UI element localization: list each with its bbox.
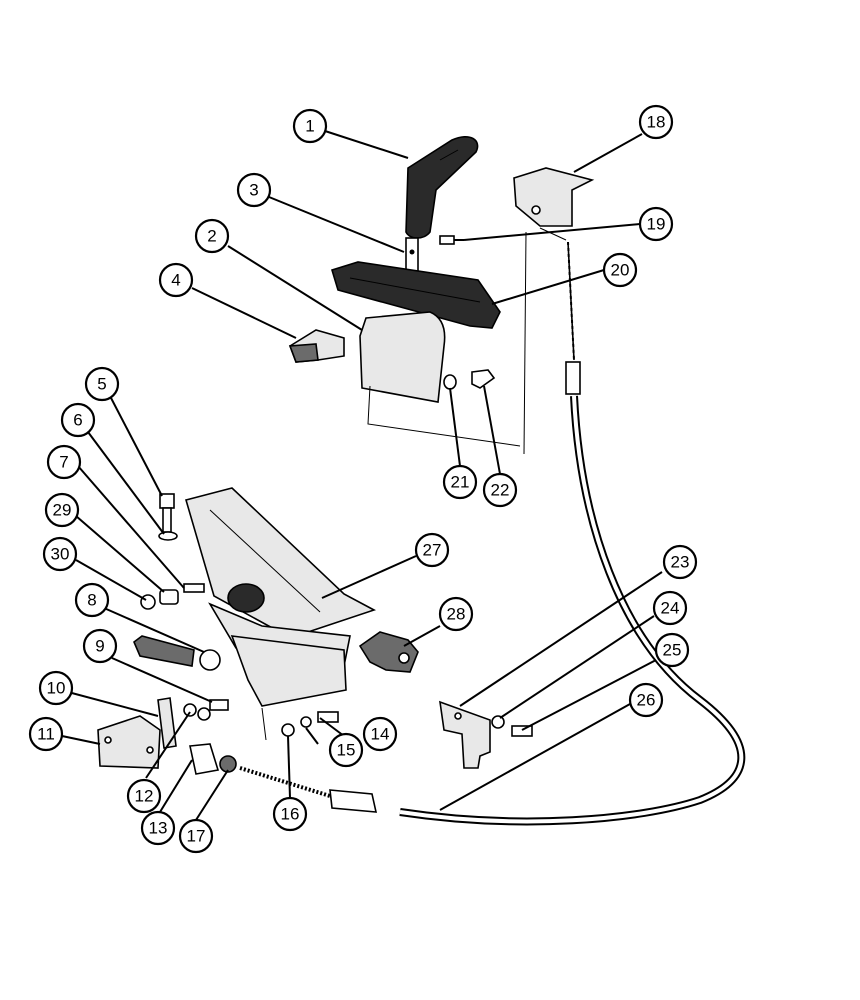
part-6-washer (158, 531, 178, 541)
callout-13: 13 (140, 810, 176, 846)
callout-23: 23 (662, 544, 698, 580)
callout-30: 30 (42, 536, 78, 572)
part-10-bracket (157, 697, 177, 749)
pedal-base (230, 635, 347, 707)
svg-text:19: 19 (647, 215, 666, 234)
callout-7: 7 (46, 444, 82, 480)
svg-text:21: 21 (451, 473, 470, 492)
callout-5: 5 (84, 366, 120, 402)
leader-lines (61, 130, 663, 821)
svg-text:1: 1 (305, 117, 314, 136)
callout-2: 2 (194, 218, 230, 254)
part-28-cam (358, 631, 419, 673)
callout-14: 14 (362, 716, 398, 752)
callout-17: 17 (178, 818, 214, 854)
svg-text:8: 8 (87, 591, 96, 610)
svg-text:9: 9 (95, 637, 104, 656)
callout-29: 29 (44, 492, 80, 528)
part-19-screw (439, 235, 464, 245)
svg-text:20: 20 (611, 261, 630, 280)
callout-1: 1 (292, 108, 328, 144)
callout-18: 18 (638, 104, 674, 140)
callout-22: 22 (482, 472, 518, 508)
callout-12: 12 (126, 778, 162, 814)
callout-21: 21 (442, 464, 478, 500)
svg-text:30: 30 (51, 545, 70, 564)
svg-text:11: 11 (37, 725, 55, 744)
svg-text:18: 18 (647, 113, 666, 132)
callout-25: 25 (654, 632, 690, 668)
svg-text:24: 24 (661, 599, 680, 618)
callout-28: 28 (438, 596, 474, 632)
part-23-cable-bracket (439, 700, 491, 769)
svg-text:13: 13 (149, 819, 168, 838)
svg-text:3: 3 (249, 181, 258, 200)
callout-24: 24 (652, 590, 688, 626)
svg-text:26: 26 (637, 691, 656, 710)
part-24-washer (491, 715, 505, 729)
callout-19: 19 (638, 206, 674, 242)
svg-text:17: 17 (187, 827, 206, 846)
part-20-plate (331, 261, 501, 329)
svg-text:10: 10 (47, 679, 66, 698)
part-8-pin (133, 635, 221, 671)
callout-16: 16 (272, 796, 308, 832)
svg-text:6: 6 (73, 411, 82, 430)
part-16-washer (281, 723, 295, 737)
part-5-bolt (159, 493, 175, 533)
svg-text:25: 25 (663, 641, 682, 660)
part-18-bracket (513, 167, 595, 241)
part-17-nut (219, 755, 237, 773)
part-22-bolt (471, 369, 496, 389)
svg-text:15: 15 (337, 741, 356, 760)
svg-text:5: 5 (97, 375, 106, 394)
callout-27: 27 (414, 532, 450, 568)
callout-6: 6 (60, 402, 96, 438)
callout-4: 4 (158, 262, 194, 298)
svg-text:4: 4 (171, 271, 180, 290)
callout-20: 20 (602, 252, 638, 288)
part-12-washer (183, 703, 211, 721)
part-29-sleeve (159, 589, 179, 605)
part-15-washer (300, 716, 312, 728)
part-9-screw (209, 699, 229, 711)
svg-text:14: 14 (371, 725, 390, 744)
part-7-screw (183, 583, 205, 593)
callout-9: 9 (82, 628, 118, 664)
part-21-washer (443, 374, 457, 390)
svg-text:23: 23 (671, 553, 690, 572)
callout-11: 11 (28, 716, 64, 752)
svg-text:7: 7 (59, 453, 68, 472)
svg-text:27: 27 (423, 541, 442, 560)
part-1-handle-grip (405, 136, 479, 239)
part-3-shaft (405, 237, 419, 275)
svg-text:22: 22 (491, 481, 510, 500)
svg-text:2: 2 (207, 227, 216, 246)
part-11-bracket (97, 715, 161, 769)
part-25-screw (511, 725, 533, 737)
callout-26: 26 (628, 682, 664, 718)
svg-text:12: 12 (135, 787, 154, 806)
part-4-block (288, 329, 345, 363)
svg-text:29: 29 (53, 501, 72, 520)
part-26-cable (239, 241, 746, 826)
part-30-nut (140, 594, 156, 610)
callout-3: 3 (236, 172, 272, 208)
part-2-housing (359, 311, 521, 447)
callout-8: 8 (74, 582, 110, 618)
svg-text:16: 16 (281, 805, 300, 824)
part-14-bolt (317, 711, 339, 723)
part-13-spacer (189, 743, 220, 775)
callout-15: 15 (328, 732, 364, 768)
svg-text:28: 28 (447, 605, 466, 624)
callout-10: 10 (38, 670, 74, 706)
